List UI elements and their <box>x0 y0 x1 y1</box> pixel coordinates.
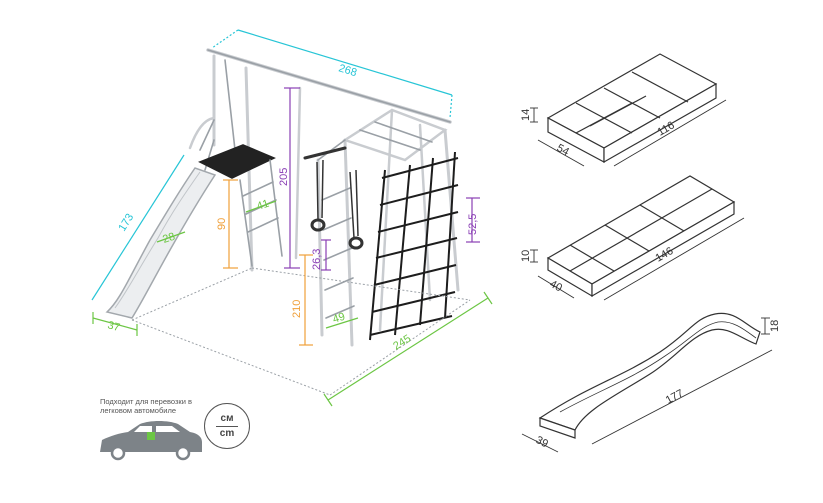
dim-label-length-bottom: 245 <box>391 333 413 353</box>
slide-package-height: 18 <box>769 320 781 332</box>
ground-outline <box>131 267 471 396</box>
car-icon <box>100 421 202 461</box>
climbing-net <box>369 151 459 341</box>
package-2-depth: 40 <box>548 278 564 294</box>
slide-package-width: 39 <box>534 434 550 450</box>
dim-label-side-offset: 52,5 <box>467 214 479 235</box>
unit-divider <box>216 426 238 428</box>
package-2-dim-lines <box>530 217 745 301</box>
dim-label-slide-length: 173 <box>116 212 136 234</box>
unit-label-bottom: cm <box>219 428 235 439</box>
package-1-depth: 54 <box>555 142 571 158</box>
dim-line-rings-height <box>321 239 331 271</box>
dim-label-slide-width: 28 <box>161 231 176 246</box>
dim-line-slide-length <box>91 154 185 301</box>
unit-label-top: см <box>220 413 234 424</box>
playset-frame <box>188 48 460 347</box>
dim-line-width-top <box>211 29 453 119</box>
dim-line-slide-base <box>92 312 138 336</box>
slide <box>105 167 217 319</box>
dim-label-slide-base: 37 <box>106 319 121 334</box>
transport-note: Подходит для перевозки в легковом автомо… <box>100 397 192 415</box>
dim-label-width-top: 268 <box>337 62 358 79</box>
dim-label-climbing-height: 210 <box>291 300 303 318</box>
package-box-1 <box>546 53 718 164</box>
dim-line-platform-height <box>223 179 238 269</box>
dim-label-platform-width: 41 <box>255 198 270 213</box>
slide-package <box>538 312 761 439</box>
dim-label-rings-height: 26,3 <box>311 249 323 270</box>
package-box-2 <box>546 175 736 298</box>
dim-line-slide-width <box>156 231 186 243</box>
dim-label-platform-height: 90 <box>216 218 228 230</box>
slide-package-dim-lines <box>521 317 773 453</box>
dim-line-climbing-height <box>299 254 313 346</box>
dim-line-frame-height <box>284 87 300 269</box>
dim-label-frame-height: 205 <box>278 168 290 186</box>
slide-package-length: 177 <box>664 387 686 406</box>
dim-line-length-bottom <box>323 291 493 407</box>
dim-label-net-width: 49 <box>331 311 346 326</box>
dim-line-side-offset <box>466 197 480 243</box>
package-2-height: 10 <box>520 250 532 262</box>
gymnastic-rings <box>310 159 364 250</box>
dim-line-platform-width <box>245 200 277 213</box>
package-1-height: 14 <box>520 109 532 121</box>
package-1-dim-lines <box>530 99 727 167</box>
dim-line-net-width <box>325 317 359 329</box>
units-badge: см cm <box>204 403 250 449</box>
